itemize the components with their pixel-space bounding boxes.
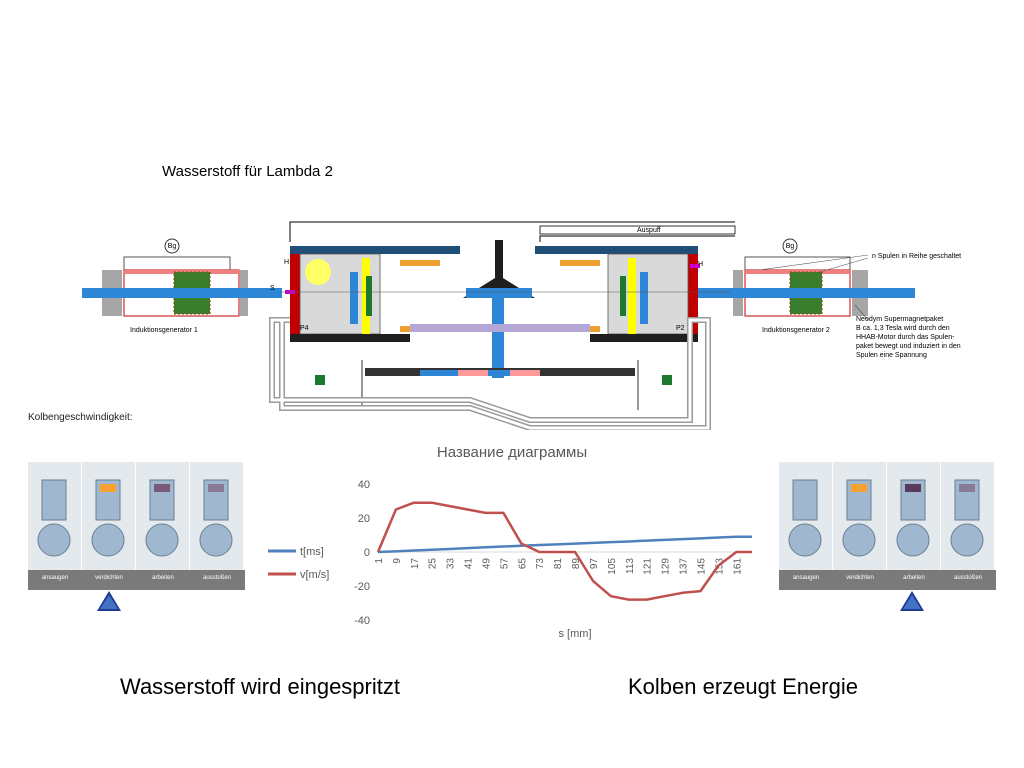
- y-tick-label: -40: [354, 615, 370, 627]
- magnet-note-4: paket bewegt und induziert in den: [856, 343, 961, 350]
- magnet-note-1: Neodym Supermagnetpaket: [856, 316, 943, 323]
- legend-label-2: v[m/s]: [300, 569, 329, 581]
- magnet-note-5: Spulen eine Spannung: [856, 352, 927, 359]
- engine-diagram: Bg Induktionsgenerator 1 Bg n Spulen in …: [82, 221, 961, 430]
- x-tick-label: 41: [464, 558, 475, 570]
- legend-label-1: t[ms]: [300, 546, 324, 558]
- stroke-label-left-1: ansaugen: [41, 575, 69, 581]
- stroke-label-right-3: arbeiten: [903, 575, 925, 581]
- x-tick-label: 73: [535, 558, 546, 570]
- stroke-label-left-3: arbeiten: [152, 575, 174, 581]
- x-tick-label: 129: [661, 558, 672, 575]
- x-tick-label: 17: [410, 558, 421, 570]
- series-line-2: [376, 501, 752, 601]
- h-right-label: H: [698, 261, 703, 268]
- x-tick-label: 153: [714, 558, 725, 575]
- induction-generator-right: [690, 238, 915, 321]
- series-line-1: [377, 535, 752, 554]
- y-tick-label: 0: [364, 547, 370, 559]
- x-tick-label: 89: [571, 558, 582, 570]
- x-tick-label: 65: [517, 558, 528, 570]
- x-tick-label: 105: [607, 558, 618, 575]
- stroke-label-right-1: ansaugen: [792, 575, 820, 581]
- cylinder-right: [535, 246, 700, 342]
- p4-label: P4: [300, 325, 309, 332]
- stroke-pointer-left-icon: [97, 591, 121, 611]
- engine-stroke-strip-right: ansaugen verdichten arbeiten ausstoßen: [779, 462, 996, 590]
- diagram-title: Wasserstoff für Lambda 2: [162, 163, 333, 180]
- y-tick-label: 40: [358, 479, 370, 491]
- p2-label: P2: [676, 325, 685, 332]
- velocity-chart: 40 20 0 -20 -40 1 9 17 25 33 41 49 57 65 73 81 89 97 105 11…: [268, 479, 752, 640]
- x-tick-label: 57: [499, 558, 510, 570]
- caption-left: Wasserstoff wird eingespritzt: [120, 674, 400, 699]
- stroke-label-left-4: ausstoßen: [202, 575, 232, 581]
- x-tick-label: 33: [446, 558, 457, 570]
- induction-generator-left: [82, 238, 282, 317]
- x-tick-label: 145: [696, 558, 707, 575]
- s-label: S: [270, 285, 275, 292]
- generator-right-label: Induktionsgenerator 2: [762, 327, 830, 334]
- stroke-label-right-2: verdichten: [846, 575, 874, 581]
- x-tick-label: 137: [679, 558, 690, 575]
- x-tick-label: 81: [553, 558, 564, 570]
- lower-cylinder: [315, 360, 672, 410]
- auspuff-label: Auspuff: [637, 227, 661, 234]
- magnet-note-3: HHAB-Motor durch das Spulen-: [856, 334, 955, 341]
- meter-left-label: Bg: [168, 243, 177, 250]
- x-tick-label: 25: [428, 558, 439, 570]
- x-tick-label: 113: [625, 558, 636, 574]
- magnet-note-2: B ca. 1,3 Tesla wird durch den: [856, 325, 950, 332]
- spulen-label: n Spulen in Reihe geschaltet: [872, 253, 961, 260]
- x-tick-label: 121: [643, 558, 654, 575]
- stroke-label-left-2: verdichten: [95, 575, 123, 581]
- kolben-label: Kolbengeschwindigkeit:: [28, 412, 133, 423]
- h-left-label: H: [284, 259, 289, 266]
- x-tick-label: 1: [374, 558, 385, 564]
- exhaust-pipe: [289, 221, 736, 242]
- x-tick-label: 97: [589, 558, 600, 570]
- generator-left-label: Induktionsgenerator 1: [130, 327, 198, 334]
- x-tick-label: 9: [392, 558, 403, 564]
- y-tick-label: -20: [354, 581, 370, 593]
- engine-stroke-strip-left: ansaugen verdichten arbeiten ausstoßen: [28, 462, 245, 590]
- meter-right-label: Bg: [786, 243, 795, 250]
- chart-title: Название диаграммы: [436, 444, 588, 461]
- x-axis-label: s [mm]: [559, 628, 592, 640]
- cylinder-left: [285, 246, 460, 342]
- caption-right: Kolben erzeugt Energie: [628, 674, 858, 699]
- central-crank: [280, 240, 730, 378]
- stroke-pointer-right-icon: [900, 591, 924, 611]
- x-tick-label: 49: [481, 558, 492, 570]
- y-tick-label: 20: [358, 513, 370, 525]
- stroke-label-right-4: ausstoßen: [953, 575, 983, 581]
- x-tick-label: 161: [732, 558, 743, 575]
